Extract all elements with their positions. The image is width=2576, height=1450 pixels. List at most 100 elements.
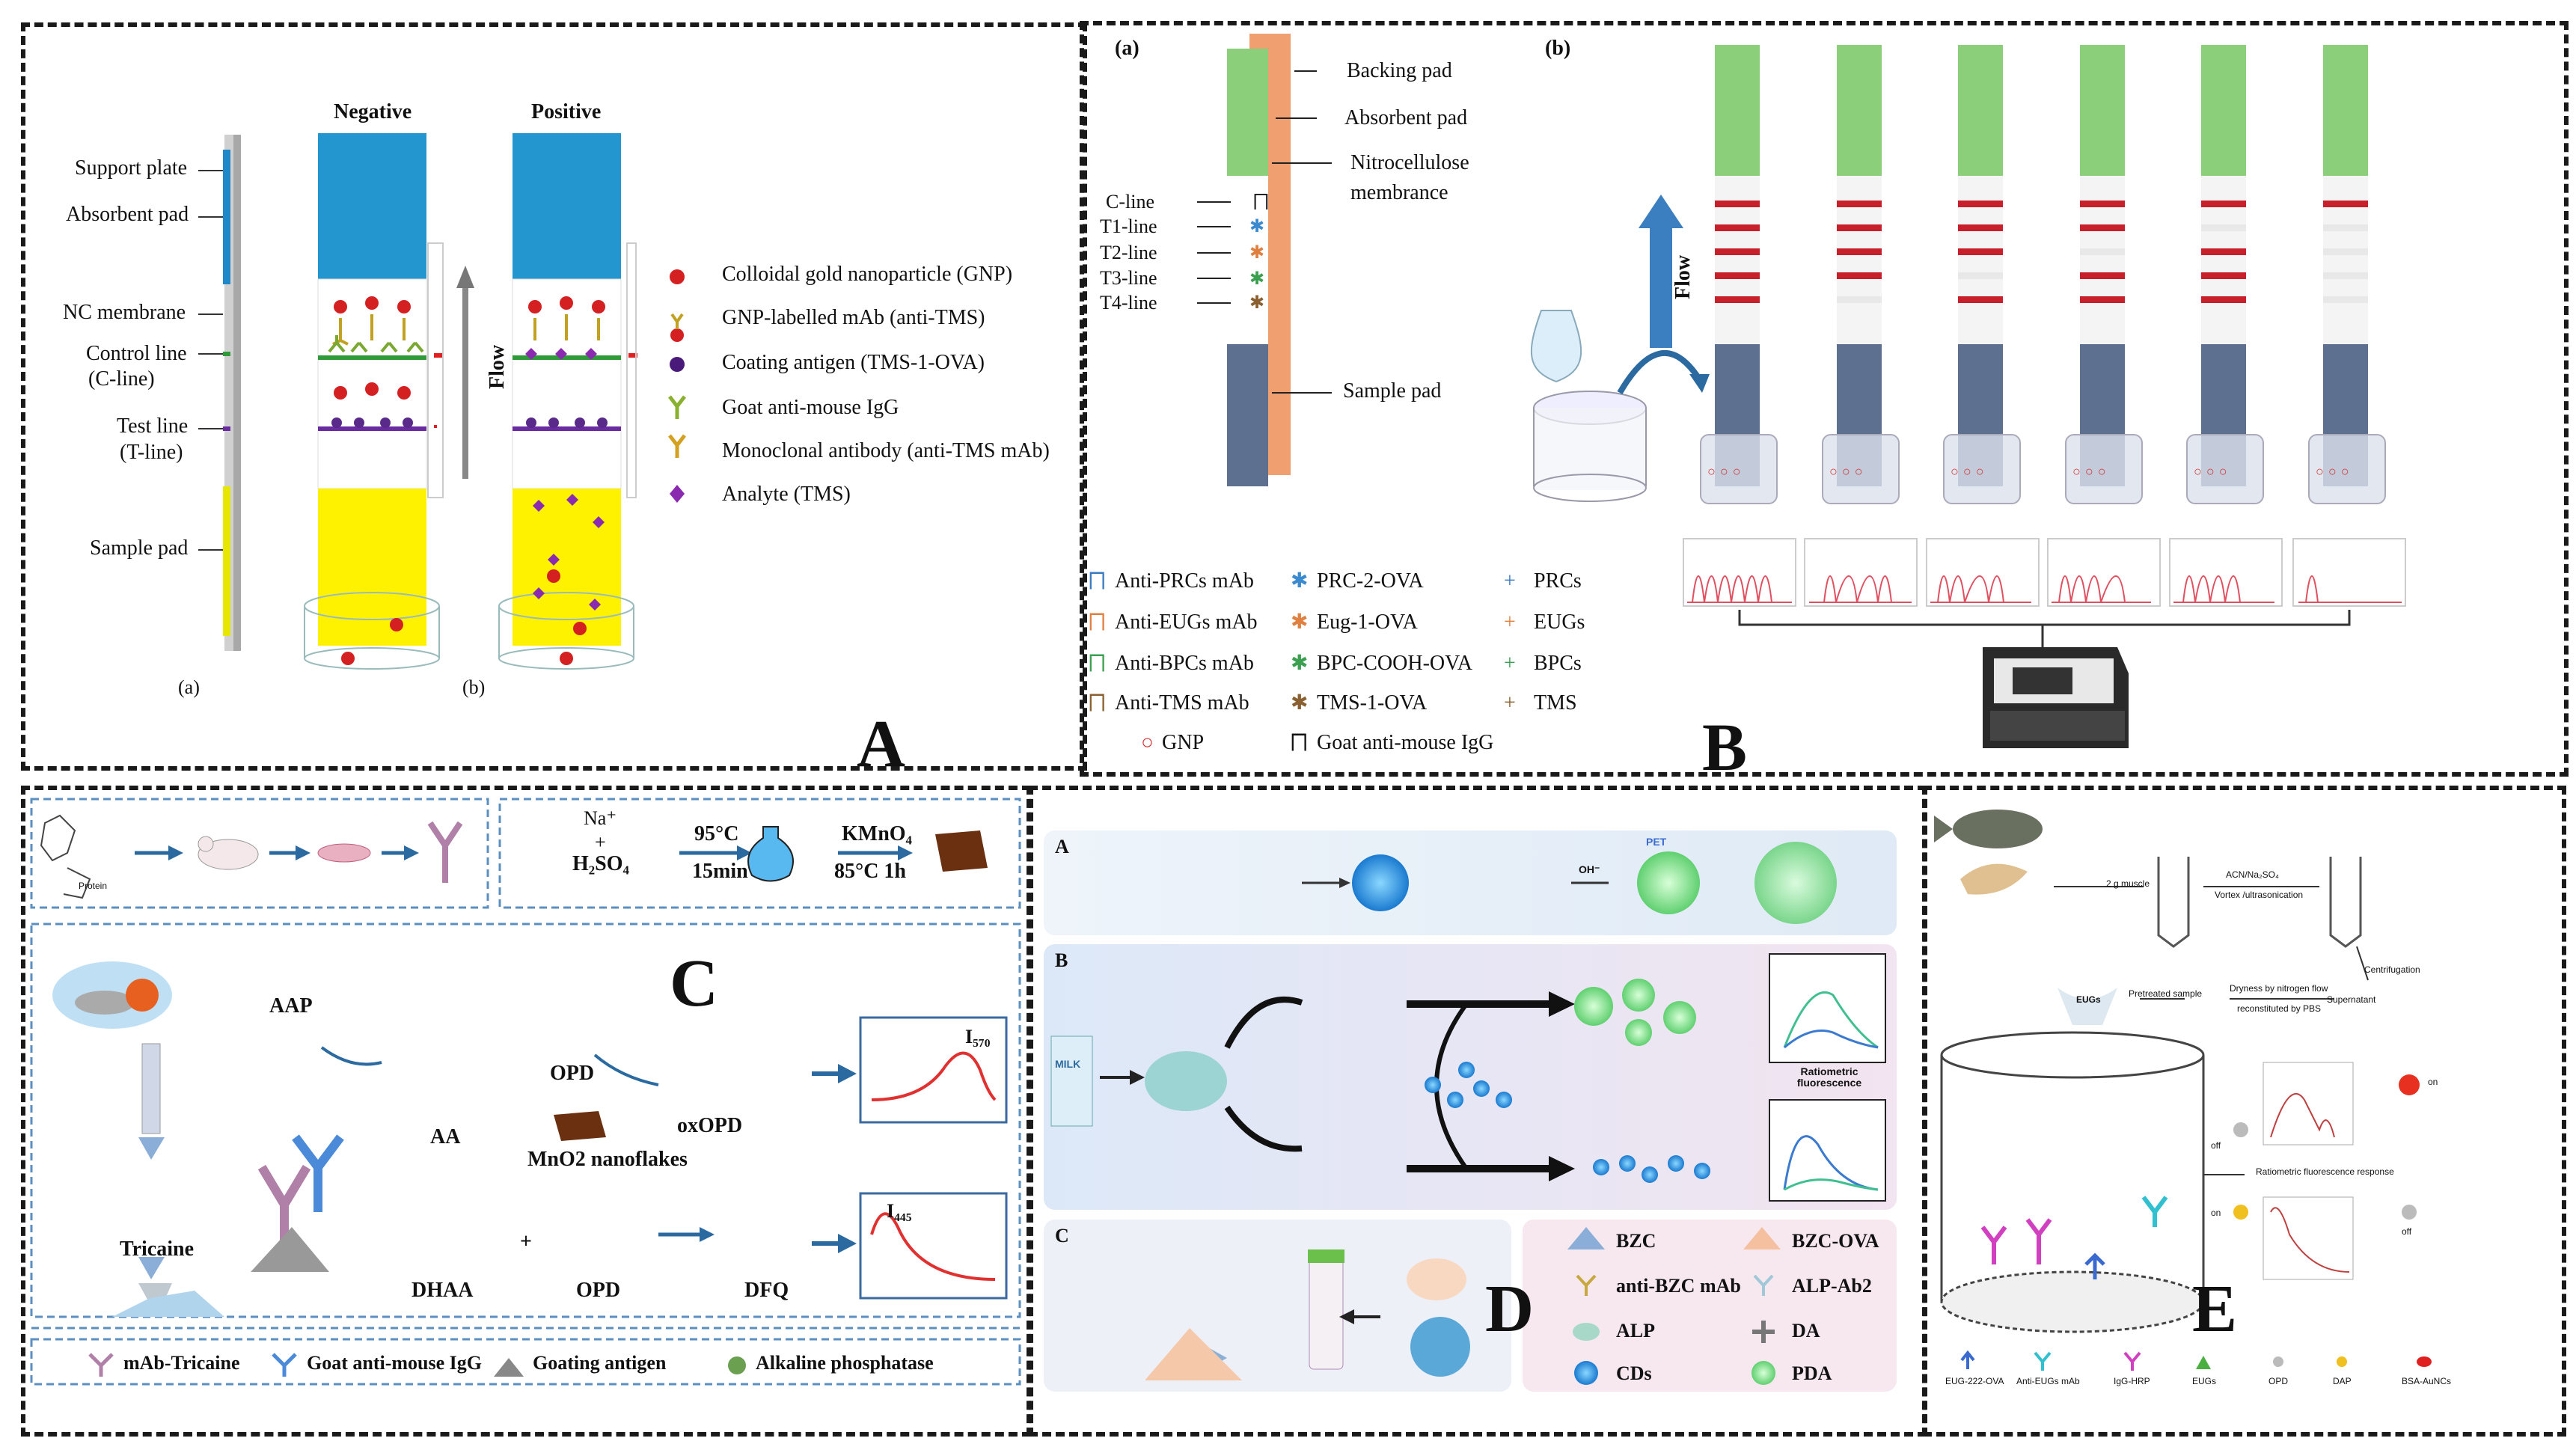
- gnp-particles: ○○○: [1707, 464, 1746, 479]
- eugs-icon: [2196, 1356, 2211, 1369]
- anti-bzc-mab-icon: [1576, 1274, 1597, 1296]
- sample-droplet: [1530, 310, 1582, 383]
- da-icon: [1752, 1321, 1775, 1343]
- strip-label: Sample pad: [1343, 379, 1442, 403]
- positive-control-line: [513, 355, 621, 360]
- response-label: Ratiometric fluorescence response: [2256, 1166, 2394, 1177]
- legend-item: Eug-1-OVA: [1317, 611, 1418, 634]
- absorbent-pad-b: [1227, 49, 1268, 176]
- condition: 85°C 1h: [834, 860, 906, 883]
- svg-text:✱: ✱: [1249, 293, 1264, 313]
- off-label: off: [2211, 1140, 2221, 1151]
- lfa-strip: ○○○: [1943, 45, 2021, 504]
- positive-absorbent-pad: [513, 133, 621, 279]
- detection-line: [2080, 201, 2125, 207]
- legend-item: Monoclonal antibody (anti-TMS mAb): [722, 439, 1050, 462]
- gnp-particles: ○○○: [2194, 464, 2232, 479]
- detection-line: [1958, 248, 2003, 255]
- row-label: A: [1055, 836, 1069, 857]
- heading-positive: Positive: [531, 100, 602, 123]
- sub-label-a: (a): [178, 676, 200, 698]
- line-label: T2-line: [1100, 242, 1157, 263]
- detection-line: [2323, 224, 2368, 231]
- lfa-strip: ○○○: [2186, 45, 2264, 504]
- legend-item: Anti-TMS mAb: [1115, 691, 1249, 715]
- detection-line: [1715, 296, 1760, 303]
- antibody-icon: ⨅: [1089, 569, 1106, 593]
- panel-a-letter: A: [857, 707, 905, 781]
- step-label: ACN/Na₂SO₄: [2226, 869, 2279, 880]
- absorbent-pad: [2080, 45, 2125, 176]
- detection-line: [1958, 224, 2003, 231]
- test-line-a: [223, 426, 230, 431]
- condition: 15min: [692, 860, 748, 883]
- legend-item: anti-BZC mAb: [1616, 1275, 1741, 1297]
- mno2-flake-icon: [935, 830, 988, 872]
- legend-item: mAb-Tricaine: [123, 1352, 240, 1374]
- monoclonal-antibody-icon: [668, 434, 686, 458]
- sample-well: [2065, 434, 2143, 504]
- pet-label: PET: [1646, 836, 1667, 848]
- gnp-particles: ○○○: [2072, 464, 2111, 479]
- legend-item: BPC-COOH-OVA: [1317, 652, 1472, 675]
- legend-item: Anti-BPCs mAb: [1115, 652, 1254, 675]
- anti-eugs-icon: [2034, 1351, 2052, 1371]
- on-label: on: [2428, 1077, 2438, 1087]
- legend-item: Goat anti-mouse IgG: [307, 1352, 482, 1374]
- detection-line: [1715, 272, 1760, 279]
- absorbent-pad-a: [223, 150, 230, 284]
- fish-icon: [1953, 810, 2043, 848]
- legend-item: EUGs: [2192, 1376, 2217, 1386]
- detection-line: [1715, 201, 1760, 207]
- sample-well: [2186, 434, 2264, 504]
- alp-icon: [1573, 1323, 1600, 1341]
- detection-line: [1958, 296, 2003, 303]
- legend-item: ALP-Ab2: [1792, 1275, 1872, 1297]
- on-label: on: [2211, 1208, 2221, 1218]
- lfa-strip: ○○○: [2065, 45, 2143, 504]
- lfa-strip: ○○○: [1700, 45, 1778, 504]
- svg-text:✱: ✱: [1249, 243, 1264, 263]
- step-label: 2 g muscle: [2106, 878, 2150, 889]
- panel-d-letter: D: [1485, 1272, 1534, 1346]
- line-label: C-line: [1106, 191, 1154, 212]
- step-label: Vortex /ultrasonication: [2215, 890, 2304, 900]
- panel-b: [1080, 21, 2569, 777]
- legend-item: PRC-2-OVA: [1317, 569, 1424, 593]
- heading-negative: Negative: [334, 100, 412, 123]
- legend-item: Colloidal gold nanoparticle (GNP): [722, 263, 1013, 286]
- row-label: C: [1055, 1225, 1069, 1246]
- absorbent-pad: [1715, 45, 1760, 176]
- cds-icon: [1574, 1361, 1598, 1385]
- shrimp-icon: [1960, 863, 2028, 895]
- legend-item: PDA: [1792, 1362, 1832, 1384]
- strip-label: NC membrane: [63, 301, 186, 324]
- detection-line: [2080, 248, 2125, 255]
- detection-line: [1958, 272, 2003, 279]
- alkaline-phosphatase-icon: [728, 1356, 746, 1374]
- gnp-mab-icon: [670, 313, 684, 342]
- step-label: Dryness by nitrogen flow: [2230, 983, 2328, 994]
- sample-well: [1822, 434, 1900, 504]
- off-label: off: [2402, 1226, 2412, 1237]
- strip-label: Test line: [117, 414, 189, 438]
- legend-item: DA: [1792, 1320, 1820, 1342]
- goat-anti-mouse-icon: [272, 1353, 297, 1377]
- plus-icon: +: [1504, 652, 1516, 675]
- sub-label-a: (a): [1115, 37, 1139, 60]
- legend-item: ALP: [1616, 1320, 1655, 1342]
- goat-igg-icon: ⨅: [1291, 731, 1308, 754]
- gnp-particles: ○○○: [2316, 464, 2354, 479]
- gnp-icon: ○: [1141, 731, 1154, 754]
- legend-item: EUGs: [1534, 611, 1585, 634]
- svg-text:⨅: ⨅: [1253, 191, 1269, 212]
- star-icon: ✱: [1291, 691, 1309, 715]
- absorbent-pad: [2201, 45, 2246, 176]
- strip-label: membrance: [1350, 181, 1448, 204]
- detection-line: [1958, 201, 2003, 207]
- strip-label: Absorbent pad: [66, 203, 189, 226]
- legend-item: Coating antigen (TMS-1-OVA): [722, 351, 985, 374]
